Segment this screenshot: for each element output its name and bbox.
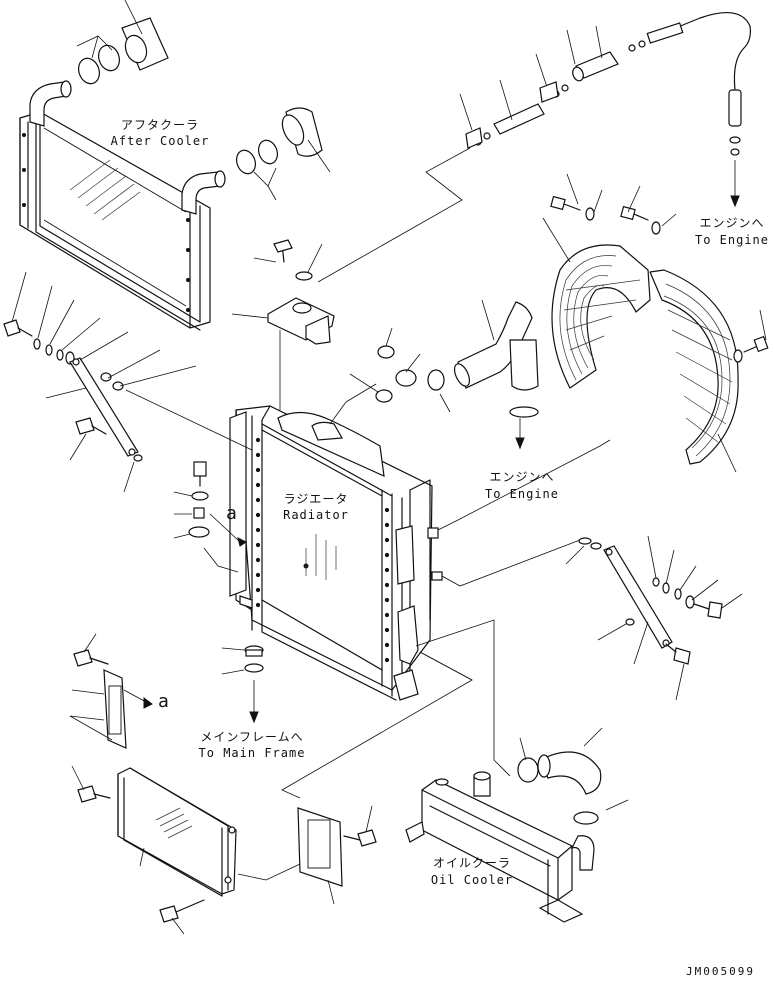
after-cooler-outlet-hose [235, 107, 331, 201]
oil-cooler-en-label: Oil Cooler [430, 873, 514, 887]
radiator-jp-label: ラジエータ [283, 492, 349, 506]
ref-a-lower-label: a [158, 691, 170, 712]
radiator-cap-bracket [231, 239, 335, 410]
after-cooler-inlet-hose [76, 0, 169, 85]
radiator-stay-right [565, 535, 743, 701]
to-engine-mid-jp-label: エンジンへ [489, 470, 555, 484]
after-cooler-jp-label: アフタクーラ [120, 118, 199, 132]
oil-cooler-jp-label: オイルクーラ [432, 856, 511, 870]
engine-supply-tube [317, 11, 751, 283]
radiator-bottom-pads [221, 645, 264, 724]
drawing-number-label: JM005099 [686, 965, 755, 978]
radiator-stay-left [3, 271, 253, 493]
oil-cooler [405, 727, 629, 923]
condenser [71, 765, 301, 935]
after-cooler [19, 80, 226, 331]
radiator-en-label: Radiator [283, 508, 349, 522]
fan-guard [542, 217, 739, 473]
oil-cooler-bracket [297, 805, 377, 905]
after-cooler-en-label: After Cooler [110, 134, 210, 148]
radiator-upper-hose [329, 299, 539, 450]
to-main-frame-jp-label: メインフレームへ [200, 730, 304, 744]
to-main-frame-en-label: To Main Frame [198, 746, 306, 760]
to-engine-top-jp-label: エンジンへ [699, 216, 765, 230]
radiator-mount-left [173, 461, 247, 573]
to-engine-mid-en-label: To Engine [484, 487, 560, 501]
ref-a-upper-label: a [226, 503, 238, 524]
condenser-bracket [69, 633, 153, 749]
to-engine-top-en-label: To Engine [694, 233, 770, 247]
fan-guard-bolts [550, 173, 769, 363]
radiator [229, 405, 433, 701]
radiator-side-fittings [281, 439, 611, 799]
